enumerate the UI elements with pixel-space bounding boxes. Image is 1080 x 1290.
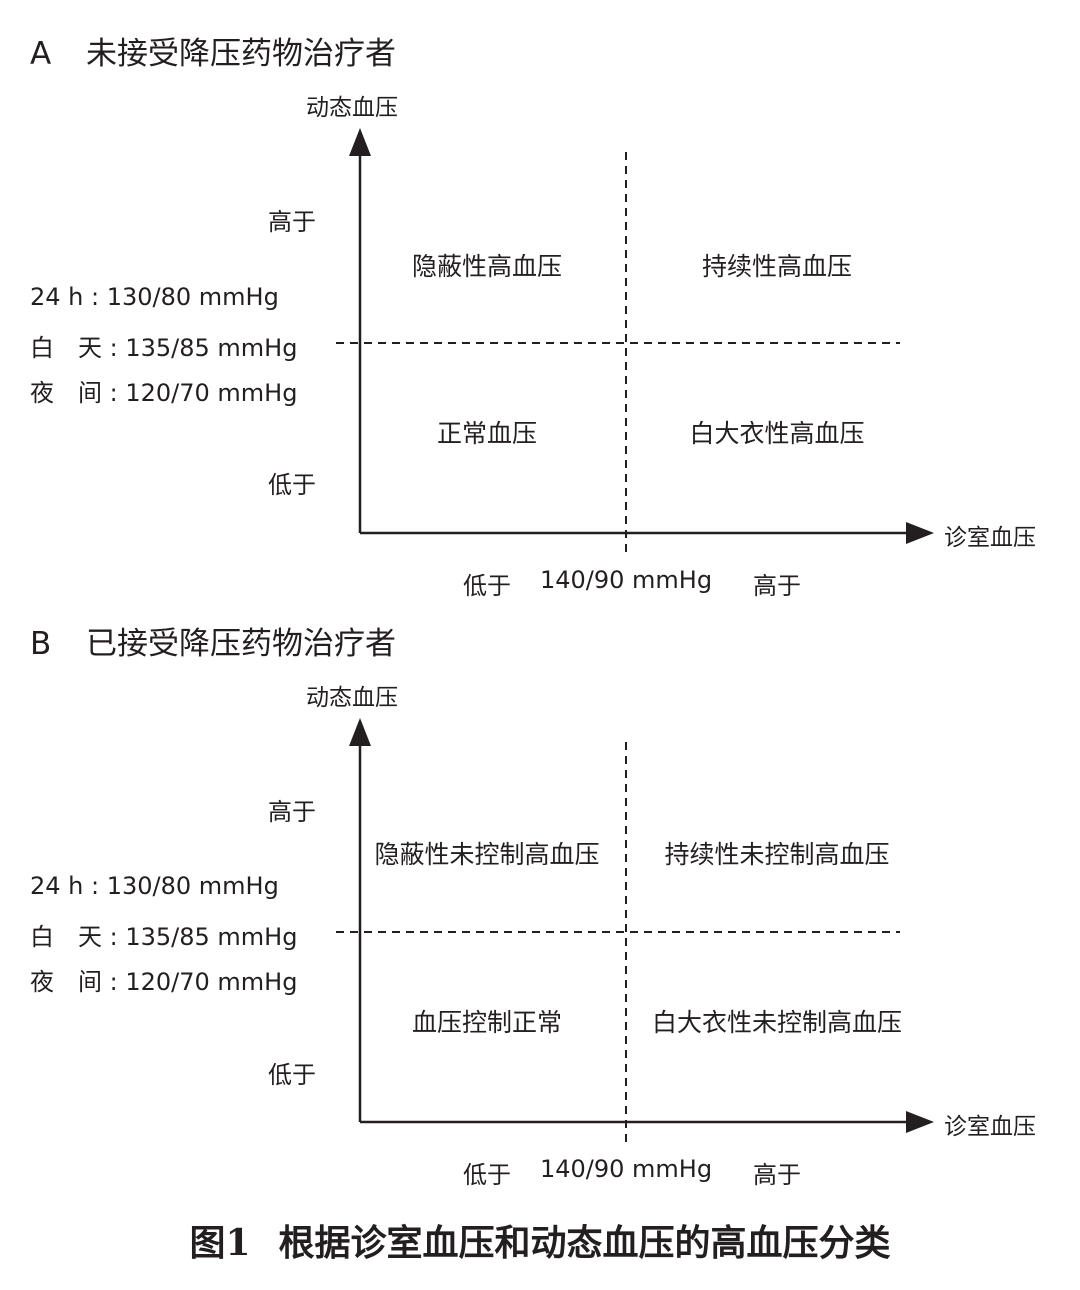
quadrant-top-right: 持续性未控制高血压 (664, 840, 890, 869)
panel-title: B 已接受降压药物治疗者 (30, 618, 396, 663)
threshold-24h-value: 130/80 mmHg (106, 872, 279, 900)
x-low-label: 低于 (463, 572, 511, 600)
threshold-24h-label: 24 h (30, 872, 84, 900)
axes-b (336, 718, 934, 1146)
threshold-day-label: 白 天 (30, 923, 102, 951)
x-axis-title: 诊室血压 (944, 525, 1036, 551)
panel-a: A 未接受降压药物治疗者 动态血压 诊室血压 高于 低于 24 h : 130/8… (0, 0, 1080, 600)
x-high-label: 高于 (753, 1161, 801, 1189)
threshold-night-value: 120/70 mmHg (125, 379, 298, 407)
threshold-night-label: 夜 间 (30, 379, 102, 407)
threshold-24h: 24 h : 130/80 mmHg (30, 283, 279, 311)
panel-letter: A (30, 36, 52, 72)
panel-title: A 未接受降压药物治疗者 (30, 28, 396, 73)
y-axis-arrow (349, 718, 371, 746)
x-axis-arrow (906, 522, 934, 544)
panel-b: B 已接受降压药物治疗者 动态血压 诊室血压 高于 低于 24 h : 130/8… (0, 590, 1080, 1189)
quadrant-bottom-right: 白大衣性高血压 (689, 419, 865, 448)
threshold-day-value: 135/85 mmHg (125, 334, 298, 362)
threshold-night: 夜 间 : 120/70 mmHg (30, 968, 298, 996)
quadrant-top-right: 持续性高血压 (701, 252, 853, 281)
quadrant-bottom-left: 血压控制正常 (411, 1008, 563, 1037)
threshold-night: 夜 间 : 120/70 mmHg (30, 379, 298, 407)
x-low-label: 低于 (463, 1161, 511, 1189)
x-axis-arrow (906, 1111, 934, 1133)
threshold-24h-value: 130/80 mmHg (106, 283, 279, 311)
y-axis-arrow (349, 128, 371, 156)
quadrant-bottom-right: 白大衣性未控制高血压 (651, 1008, 903, 1037)
threshold-day: 白 天 : 135/85 mmHg (30, 923, 298, 951)
panel-title-text: 未接受降压药物治疗者 (86, 36, 396, 72)
figure-caption-text: 根据诊室血压和动态血压的高血压分类 (278, 1222, 891, 1264)
quadrant-top-left: 隐蔽性未控制高血压 (374, 840, 600, 869)
threshold-night-value: 120/70 mmHg (125, 968, 298, 996)
y-low-label: 低于 (268, 1061, 316, 1089)
x-high-label: 高于 (753, 572, 801, 600)
x-threshold-label: 140/90 mmHg (539, 566, 713, 594)
threshold-day-value: 135/85 mmHg (125, 923, 298, 951)
x-axis-title: 诊室血压 (944, 1114, 1036, 1140)
quadrant-top-left: 隐蔽性高血压 (411, 252, 563, 281)
figure-caption: 图1 根据诊室血压和动态血压的高血压分类 (0, 1214, 1080, 1266)
y-axis-title: 动态血压 (306, 685, 398, 711)
y-axis-title: 动态血压 (306, 95, 398, 121)
y-low-label: 低于 (268, 471, 316, 499)
threshold-day-label: 白 天 (30, 334, 102, 362)
x-threshold-label: 140/90 mmHg (539, 1155, 713, 1183)
y-high-label: 高于 (268, 798, 316, 826)
panel-letter: B (30, 626, 52, 662)
panel-title-text: 已接受降压药物治疗者 (86, 626, 396, 662)
threshold-24h: 24 h : 130/80 mmHg (30, 872, 279, 900)
threshold-24h-label: 24 h (30, 283, 84, 311)
quadrant-bottom-left: 正常血压 (436, 419, 538, 448)
threshold-day: 白 天 : 135/85 mmHg (30, 334, 298, 362)
y-high-label: 高于 (268, 208, 316, 236)
axes-a (336, 128, 934, 556)
figure-number: 图1 (189, 1222, 251, 1264)
threshold-night-label: 夜 间 (30, 968, 102, 996)
